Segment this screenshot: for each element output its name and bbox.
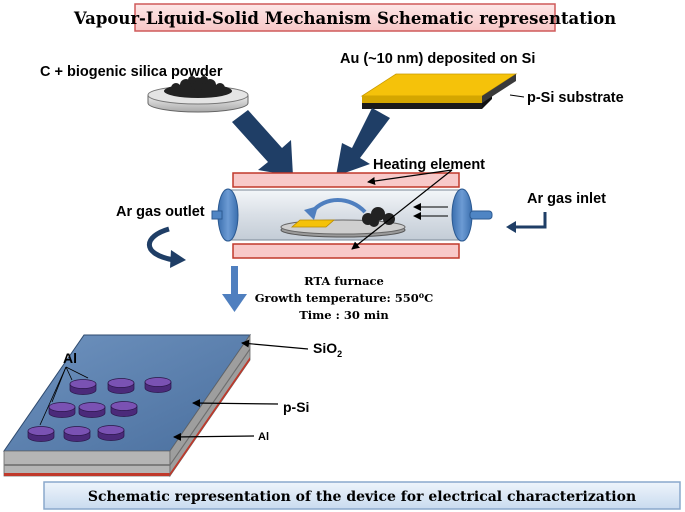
inlet-bent-arrow bbox=[513, 212, 547, 229]
al-pad-1 bbox=[69, 379, 97, 389]
feed-arrow-left bbox=[232, 110, 293, 176]
al-pad-9 bbox=[97, 425, 125, 435]
silica-label: C + biogenic silica powder bbox=[40, 64, 223, 80]
gas-inlet: Ar gas inlet bbox=[506, 191, 606, 233]
al-bottom-label: Al bbox=[258, 431, 269, 443]
rta-furnace bbox=[211, 172, 493, 259]
au-sample bbox=[290, 219, 336, 228]
heater-bottom bbox=[232, 243, 460, 259]
sio2-label: SiO2 bbox=[313, 340, 342, 359]
al-top-label: Al bbox=[63, 350, 77, 366]
powder-pile bbox=[164, 76, 232, 98]
feed-arrows bbox=[232, 108, 390, 176]
al-pointer-lines bbox=[39, 366, 89, 426]
al-pad-2 bbox=[107, 378, 135, 388]
footer-text: Schematic representation of the device f… bbox=[88, 489, 636, 505]
au-substrate: Au (~10 nm) deposited on Si p-Si substra… bbox=[340, 51, 624, 109]
au-label: Au (~10 nm) deposited on Si bbox=[340, 51, 535, 67]
al-pad-6 bbox=[110, 401, 138, 411]
tube-cap-right bbox=[451, 188, 473, 242]
gas-outlet: Ar gas outlet bbox=[116, 204, 205, 268]
silica-dish: C + biogenic silica powder bbox=[40, 64, 249, 113]
ar-outlet-label: Ar gas outlet bbox=[116, 204, 205, 220]
device-front bbox=[3, 450, 171, 477]
al-pad-3 bbox=[144, 377, 172, 387]
outlet-pipe bbox=[211, 210, 223, 220]
title-banner: Vapour-Liquid-Solid Mechanism Schematic … bbox=[73, 3, 616, 32]
ar-inlet-label: Ar gas inlet bbox=[527, 191, 606, 207]
furnace-name: RTA furnace bbox=[304, 274, 384, 288]
device: Al SiO2 p-Si Al bbox=[3, 333, 342, 478]
down-arrow bbox=[222, 266, 247, 312]
inlet-pipe bbox=[469, 210, 493, 220]
al-pad-4 bbox=[48, 402, 76, 412]
growth-temperature: Growth temperature: 550oC bbox=[255, 290, 434, 305]
al-pad-8 bbox=[63, 426, 91, 436]
footer-banner: Schematic representation of the device f… bbox=[43, 481, 681, 510]
psi-substrate-label: p-Si substrate bbox=[527, 90, 624, 106]
al-pad-7 bbox=[27, 426, 55, 436]
heating-label: Heating element bbox=[373, 157, 485, 173]
device-bottom-edge bbox=[4, 473, 170, 476]
growth-time: Time : 30 min bbox=[299, 308, 389, 322]
heating-element-callout: Heating element bbox=[351, 157, 485, 250]
al-pad-5 bbox=[78, 402, 106, 412]
title-box bbox=[134, 3, 556, 32]
feed-arrow-right bbox=[336, 108, 390, 176]
outlet-curved-arrow bbox=[147, 226, 175, 263]
psi-label: p-Si bbox=[283, 399, 309, 415]
gas-flow-lines bbox=[413, 203, 448, 220]
powder-in-tube bbox=[362, 207, 395, 227]
footer-box bbox=[43, 481, 681, 510]
heater-top bbox=[232, 172, 460, 188]
title-text: Vapour-Liquid-Solid Mechanism Schematic … bbox=[73, 9, 616, 28]
al-pads bbox=[27, 377, 172, 442]
furnace-info: RTA furnace Growth temperature: 550oC Ti… bbox=[255, 274, 434, 322]
